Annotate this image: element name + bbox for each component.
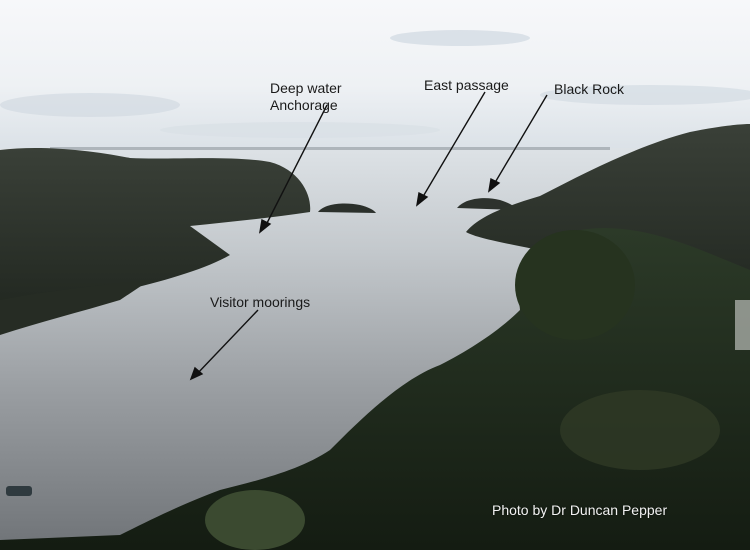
arrow-deep-water [264, 104, 328, 228]
label-line: Visitor moorings [210, 294, 311, 310]
photo-credit: Photo by Dr Duncan Pepper [492, 502, 668, 518]
tree [515, 230, 635, 340]
arrow-black-rock [492, 94, 548, 187]
label-line: Deep water [270, 80, 342, 96]
central-islet [318, 203, 376, 213]
label-deep-water-anchorage: Deep water Anchorage [270, 80, 342, 114]
black-rock [457, 198, 518, 210]
arrow-visitor-moorings [195, 309, 259, 376]
label-visitor-moorings: Visitor moorings [210, 294, 310, 311]
left-headland [0, 147, 311, 330]
arrow-east-passage [420, 91, 486, 201]
label-line: East passage [424, 77, 509, 93]
label-line: Black Rock [554, 81, 625, 97]
label-black-rock: Black Rock [554, 81, 624, 98]
label-east-passage: East passage [424, 77, 509, 94]
label-line: Anchorage [270, 97, 338, 113]
dinghy [6, 486, 32, 496]
